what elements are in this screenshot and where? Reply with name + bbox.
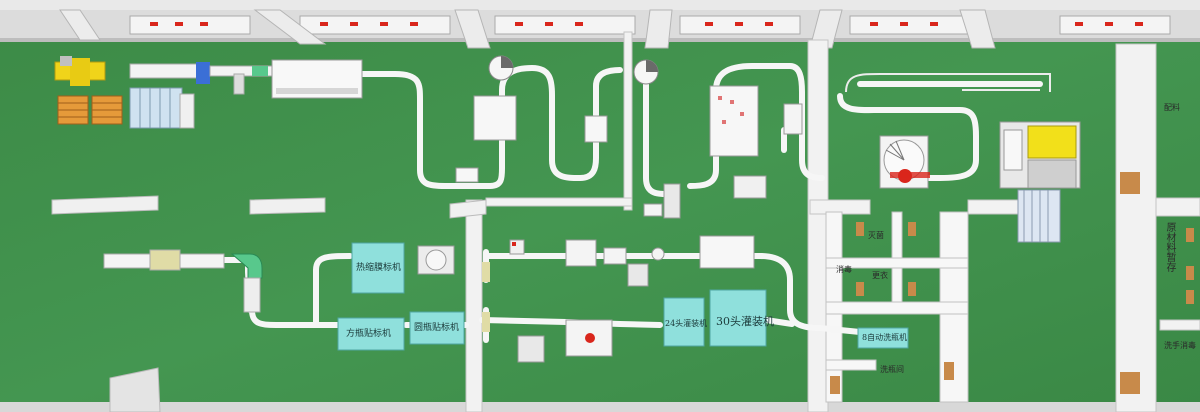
room-grid bbox=[825, 211, 969, 403]
misc-equipment bbox=[417, 235, 755, 363]
lower-input-conveyor bbox=[103, 249, 263, 313]
label-square-bottle-labeler: 方瓶贴标机 bbox=[346, 329, 392, 339]
label-bottle-washer: 8自动洗瓶机 bbox=[862, 333, 908, 342]
palletizer bbox=[54, 56, 195, 129]
doors bbox=[830, 172, 1194, 394]
cyan-machines bbox=[337, 242, 909, 351]
label-ingredients-room: 配料 bbox=[1164, 103, 1180, 112]
label-shrink-sleeve-labeler: 热缩膜标机 bbox=[356, 263, 402, 273]
yellow-unit bbox=[999, 121, 1081, 243]
square-bottle-labeler-box bbox=[337, 317, 405, 351]
interior-walls bbox=[465, 31, 1200, 412]
filler-30-box bbox=[709, 289, 767, 347]
rotary-washer bbox=[879, 135, 930, 189]
label-room-a: 灭菌 bbox=[868, 231, 884, 240]
bottle-washer-box bbox=[857, 327, 909, 349]
label-filler-24: 24头灌装机 bbox=[665, 319, 708, 328]
label-side-vertical: 原材料暂存 bbox=[1164, 222, 1175, 272]
label-room-c: 更衣 bbox=[872, 271, 888, 280]
round-bottle-labeler-box bbox=[409, 311, 465, 345]
red-fixtures bbox=[150, 22, 1143, 26]
label-room-b: 消毒 bbox=[836, 265, 852, 274]
label-side-lower: 洗手消毒 bbox=[1164, 341, 1196, 350]
bottom-wall bbox=[0, 402, 1200, 412]
shrink-sleeve-labeler-box bbox=[351, 242, 405, 294]
label-wash-room: 洗瓶间 bbox=[880, 365, 904, 374]
label-filler-30: 30头灌装机 bbox=[716, 315, 774, 328]
label-round-bottle-labeler: 圆瓶贴标机 bbox=[414, 323, 460, 333]
top-conveyor-left bbox=[129, 62, 273, 95]
filler-24-box bbox=[663, 297, 705, 347]
top-wall bbox=[0, 0, 1200, 49]
upper-loop bbox=[845, 73, 1051, 93]
upper-machines bbox=[455, 55, 803, 219]
